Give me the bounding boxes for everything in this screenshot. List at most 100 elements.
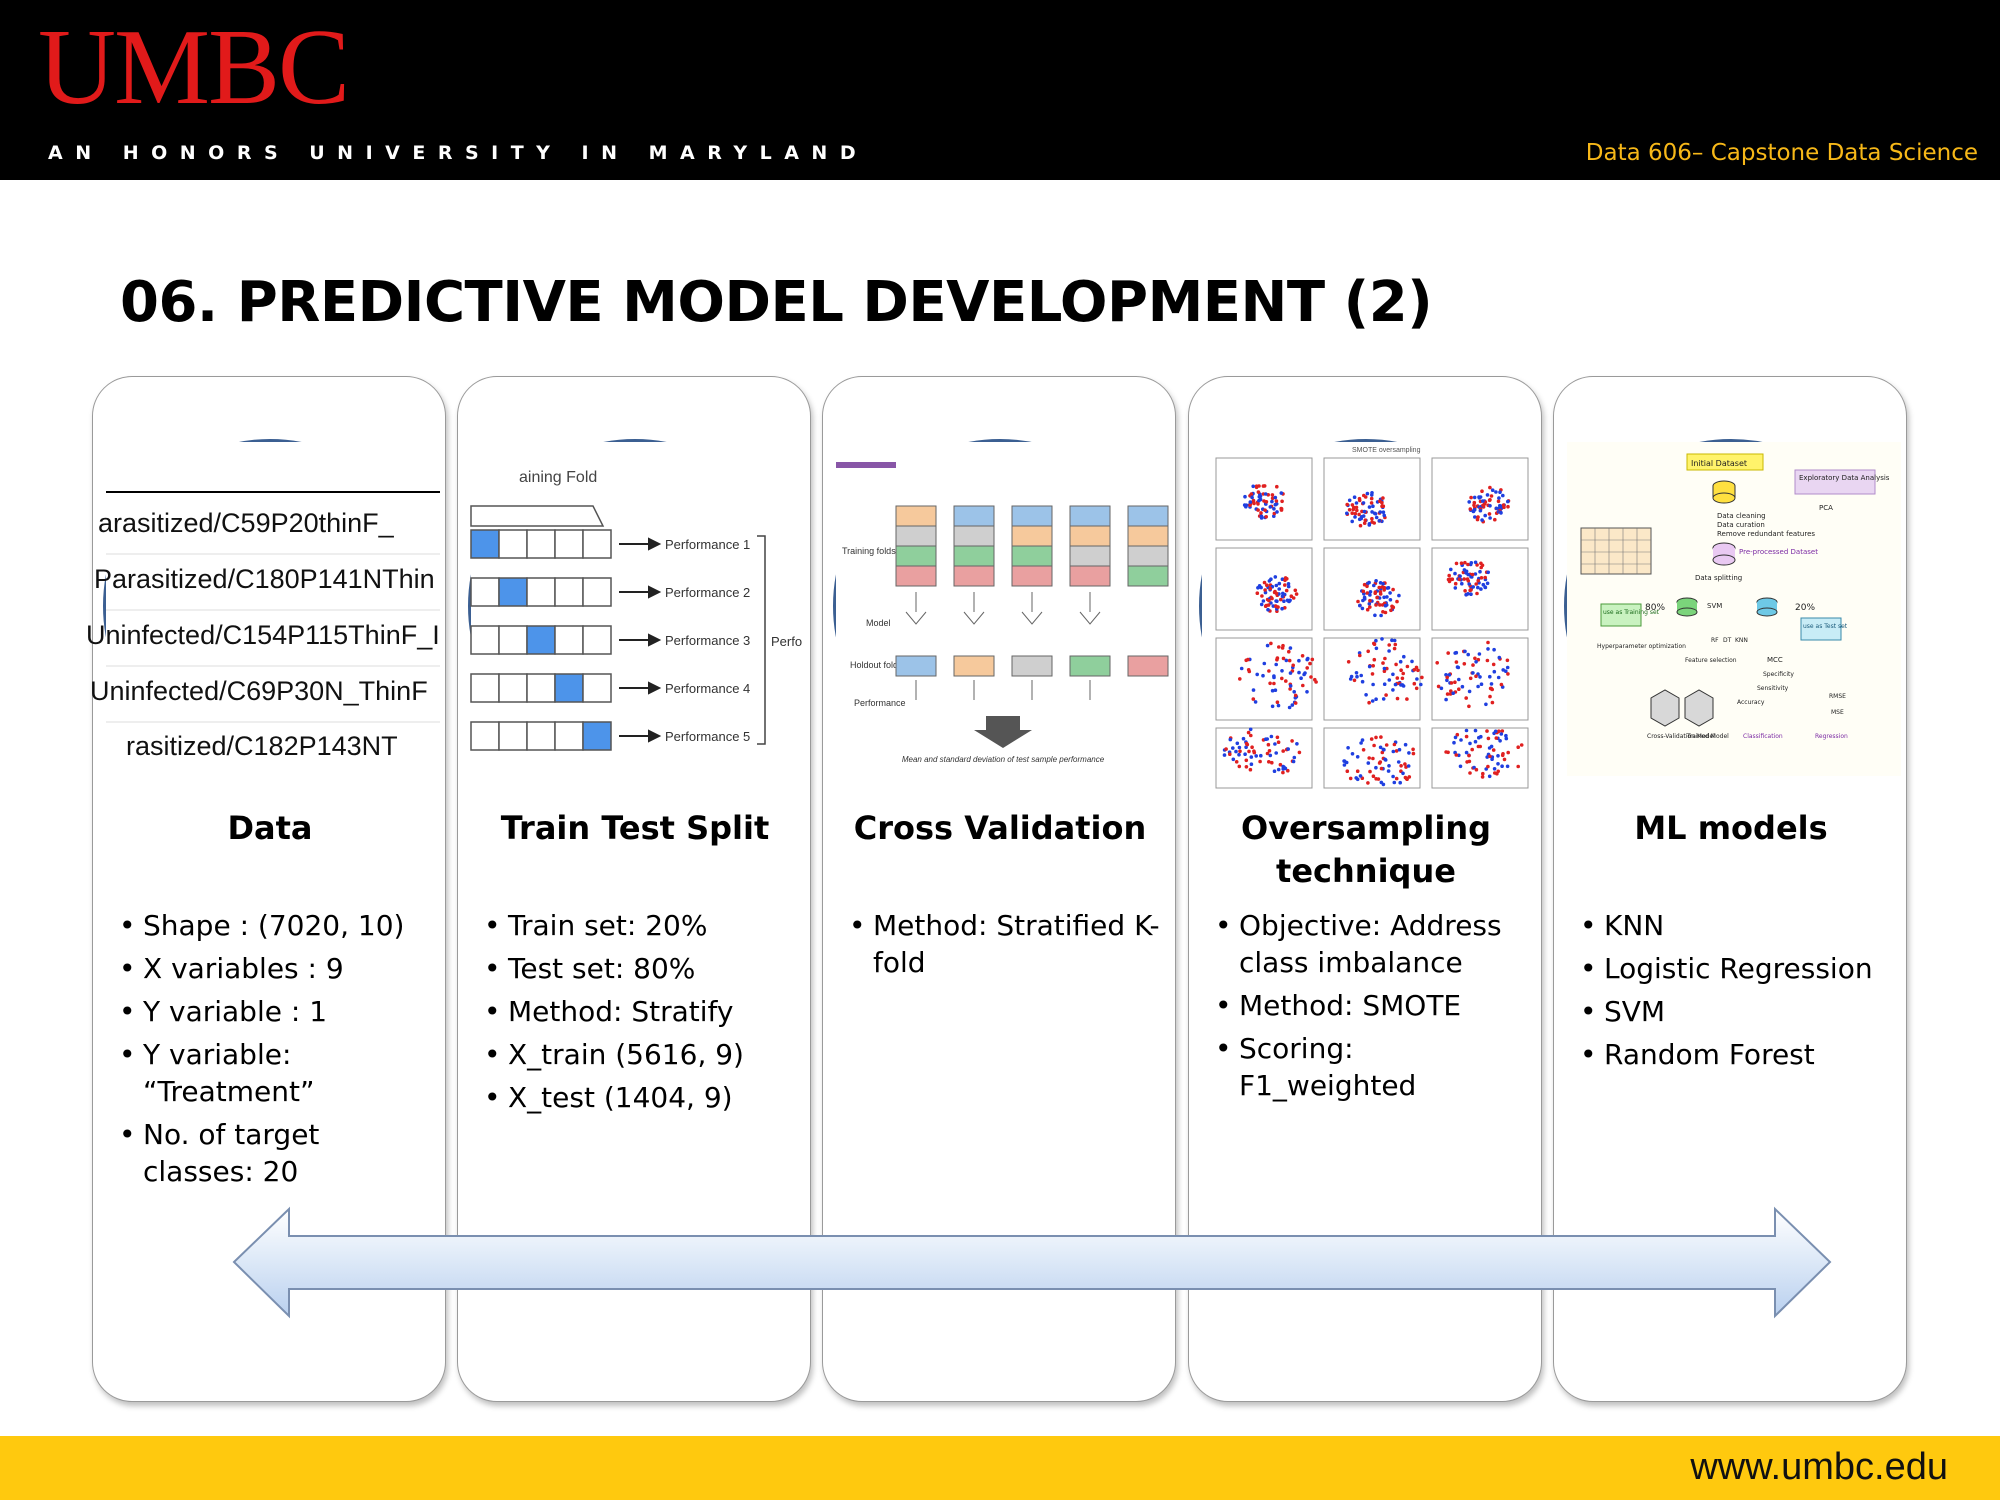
scatter-dot [1498,510,1503,515]
scatter-dot [1359,516,1363,521]
scatter-dot [1366,781,1370,785]
scatter-dot [1274,604,1278,608]
scatter-dot [1246,730,1251,735]
scatter-dot [1228,752,1232,756]
card-train-test-split: aining Fold Performance 1 Performance 2 … [457,376,811,1402]
scatter-dot [1350,519,1354,524]
scatter-dot [1477,652,1482,656]
scatter-dot [1378,745,1383,750]
scatter-dot [1464,728,1469,733]
scatter-dot [1403,762,1407,766]
scatter-dot [1250,745,1254,749]
slide-title: 06. PREDICTIVE MODEL DEVELOPMENT (2) [120,270,1433,335]
scatter-dot [1253,700,1258,704]
scatter-dot [1388,591,1392,595]
scatter-dot [1381,504,1386,508]
wf-label: Data curation [1717,521,1765,529]
scatter-dot [1300,654,1305,658]
scatter-dot [1381,747,1386,752]
scatter-dot [1486,570,1490,575]
scatter-dot [1293,701,1298,705]
cv-label: Model [866,618,891,628]
scatter-dot [1281,770,1285,775]
wf-label: Remove redundant features [1717,530,1815,538]
scatter-dot [1374,579,1378,583]
scatter-dot [1370,699,1375,703]
scatter-dot [1308,661,1312,666]
scatter-dot [1365,584,1369,589]
wf-label: Exploratory Data Analysis [1799,474,1890,482]
oversampling-image: SMOTE oversampling [1199,439,1536,789]
scatter-dot [1263,588,1267,592]
scatter-dot [1454,650,1459,655]
scatter-dot [1263,604,1268,608]
scatter-dot [1373,590,1378,594]
scatter-dot [1256,502,1260,506]
scatter-dot [1352,495,1357,499]
scatter-dot [1487,512,1492,516]
scatter-dot [1361,514,1366,518]
scatter-dot [1473,572,1478,576]
scatter-dot [1462,568,1467,572]
scatter-dot [1414,686,1419,691]
scatter-dot [1291,596,1296,600]
bullet-item: Y variable: “Treatment” [117,1036,435,1110]
scatter-dot [1444,697,1448,702]
cv-caption: Mean and standard deviation of test samp… [902,755,1105,764]
card-ml-models: Initial Dataset Exploratory Data Analysi… [1553,376,1907,1402]
scatter-dot [1313,677,1317,682]
scatter-dot [1247,749,1251,754]
scatter-dot [1224,747,1228,751]
scatter-dot [1460,684,1465,689]
scatter-dot [1403,742,1408,747]
scatter-dot [1228,737,1233,742]
scatter-dot [1347,508,1352,512]
scatter-dot [1407,751,1411,755]
scatter-dot [1439,686,1444,691]
scatter-dot [1374,638,1378,643]
bullet-item: Scoring: F1_weighted [1213,1030,1531,1104]
scatter-dot [1394,749,1399,753]
scatter-dot [1362,509,1367,514]
scatter-dot [1280,499,1284,504]
card-oversampling: SMOTE oversampling Oversampling techniqu… [1188,376,1542,1402]
scatter-dot [1273,495,1278,500]
scatter-dot [1382,513,1386,518]
scatter-dot [1449,681,1454,685]
scatter-dot [1251,500,1256,504]
scatter-dot [1475,591,1479,596]
scatter-dot [1476,578,1480,583]
scatter-dot [1373,512,1378,516]
scatter-dot [1272,507,1276,511]
scatter-dot [1266,742,1271,747]
scatter-dot [1505,665,1510,670]
scatter-dot [1248,767,1253,772]
university-tagline: AN HONORS UNIVERSITY IN MARYLAND [48,142,869,164]
scatter-dot [1362,521,1367,525]
scatter-dot [1238,677,1242,681]
scatter-dot [1290,703,1295,707]
scatter-dot [1257,498,1261,503]
scatter-dot [1379,766,1384,771]
scatter-dot [1379,613,1383,618]
wf-label: Hyperparameter optimization [1597,643,1686,650]
scatter-dot [1291,759,1296,764]
scatter-dot [1345,769,1350,773]
scatter-dot [1506,499,1510,504]
scatter-dot [1492,767,1497,771]
scatter-dot [1375,595,1379,600]
scatter-dot [1486,736,1491,741]
scatter-dot [1477,495,1481,499]
scatter-dot [1391,688,1395,692]
scatter-dot [1254,754,1258,758]
scatter-dot [1452,740,1456,745]
scatter-dot [1244,765,1249,769]
wf-label: use as Training set [1603,609,1660,616]
scatter-dot [1447,573,1451,578]
scatter-dot [1222,753,1227,757]
scatter-dot [1380,501,1384,505]
scatter-dot [1365,491,1370,496]
scatter-dot [1467,753,1471,758]
scatter-dot [1297,750,1302,755]
website-link[interactable]: www.umbc.edu [1690,1446,1948,1488]
